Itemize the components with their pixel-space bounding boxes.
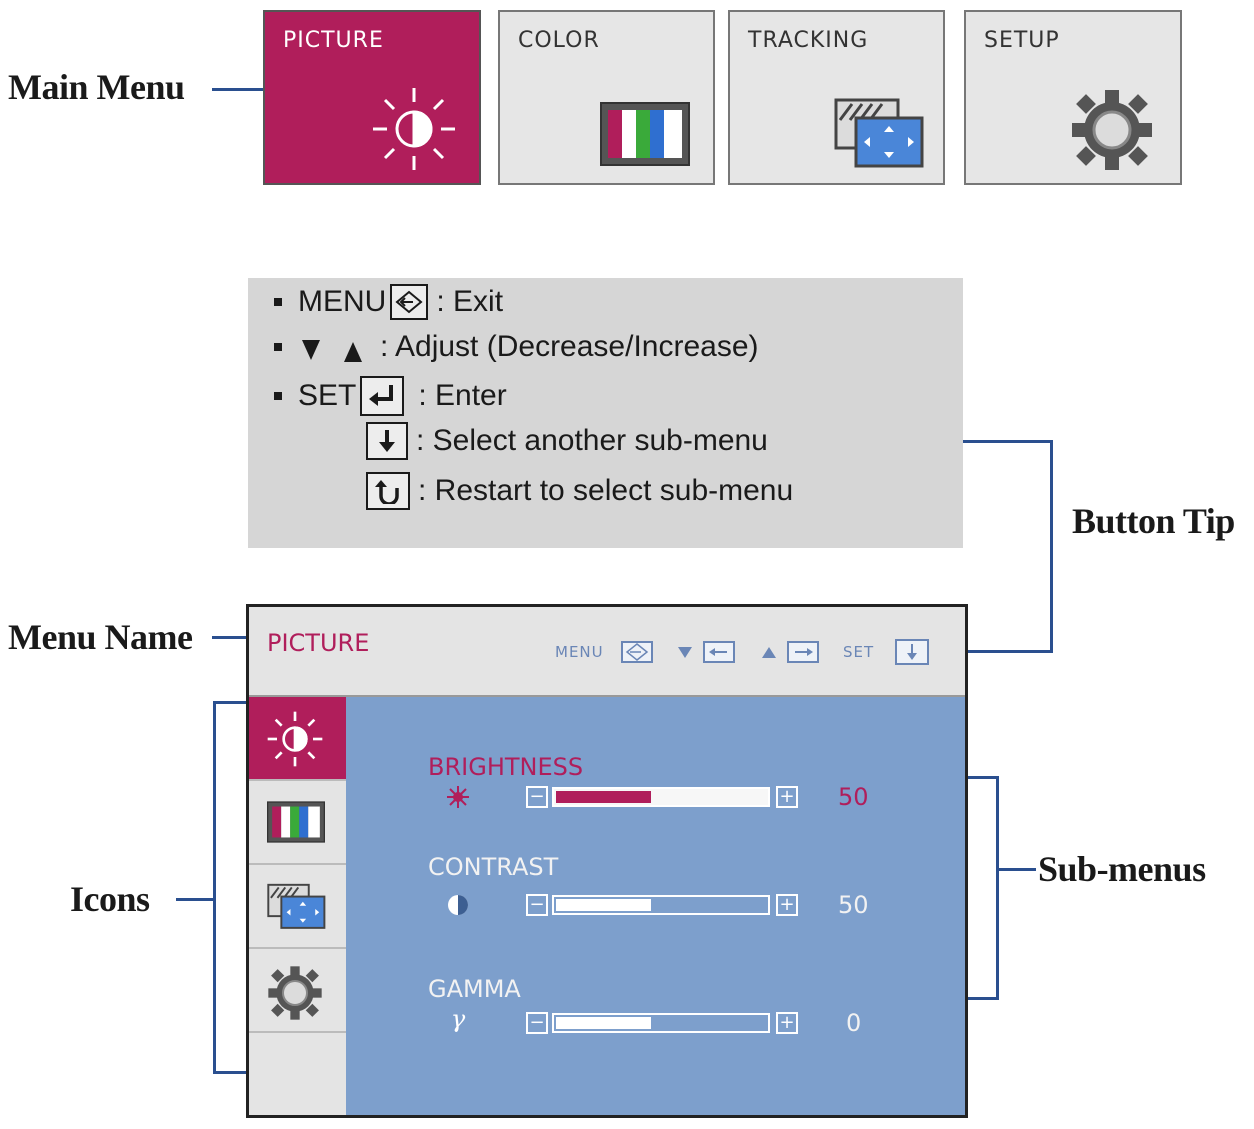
hint-down-arrow-icon — [678, 647, 692, 658]
gear-icon — [268, 966, 322, 1020]
increase-icon[interactable]: + — [776, 1012, 798, 1034]
slider-track — [552, 787, 770, 807]
increase-icon[interactable]: + — [776, 786, 798, 808]
bullet — [274, 343, 282, 351]
connector-button-tip-bottom — [968, 650, 1053, 653]
sidebar-item-picture[interactable] — [249, 697, 346, 781]
tip-key: MENU — [298, 285, 387, 318]
connector-icons-bracket — [213, 701, 216, 1074]
enter-icon — [360, 376, 405, 416]
restart-icon — [366, 472, 410, 510]
submenu-label-contrast: CONTRAST — [428, 853, 559, 881]
tip-text: : Adjust (Decrease/Increase) — [380, 330, 759, 363]
slider-fill — [556, 899, 651, 911]
slider-track — [552, 895, 770, 915]
increase-icon[interactable]: + — [776, 894, 798, 916]
submenu-label-brightness: BRIGHTNESS — [428, 753, 584, 781]
button-tip-box: MENU : Exit : Adjust (Decrease/Increase)… — [248, 278, 963, 548]
hint-up-arrow-icon — [762, 647, 776, 658]
menu-name: PICTURE — [267, 629, 370, 657]
tip-line-set: SET : Enter — [274, 376, 507, 416]
connector-main-menu — [212, 88, 264, 91]
main-menu-tile-color[interactable]: COLOR — [498, 10, 715, 185]
tile-label: TRACKING — [748, 28, 869, 53]
annotation-icons: Icons — [70, 879, 150, 919]
tip-line-menu: MENU : Exit — [274, 284, 503, 320]
decrease-icon[interactable]: − — [526, 786, 548, 808]
tip-line-select: : Select another sub-menu — [362, 422, 768, 460]
connector-button-tip-vertical — [1050, 440, 1053, 653]
color-bars-icon — [267, 801, 325, 843]
connector-button-tip-top — [963, 440, 1053, 443]
hint-menu-label: MENU — [555, 643, 604, 661]
bullet — [274, 298, 282, 306]
slider-track — [552, 1013, 770, 1033]
contrast-slider[interactable]: − + — [526, 893, 800, 917]
brightness-icon — [373, 88, 455, 170]
down-arrow-icon — [366, 422, 408, 460]
contrast-value: 50 — [838, 891, 869, 919]
main-menu-tile-picture[interactable]: PICTURE — [263, 10, 481, 185]
slider-fill — [556, 791, 651, 803]
tip-line-restart: : Restart to select sub-menu — [362, 472, 793, 510]
connector-icons — [176, 898, 216, 901]
connector-icons-bracket-bottom — [213, 1071, 246, 1074]
annotation-sub-menus: Sub-menus — [1038, 849, 1206, 889]
submenu-label-gamma: GAMMA — [428, 975, 521, 1003]
annotation-main-menu: Main Menu — [8, 67, 185, 107]
gear-icon — [1072, 90, 1152, 170]
submenu-pane: BRIGHTNESS − + 50 CONTRAST − + 50 GAMMA … — [346, 697, 965, 1115]
annotation-menu-name: Menu Name — [8, 617, 193, 657]
main-menu-tile-tracking[interactable]: TRACKING — [728, 10, 945, 185]
icon-sidebar — [249, 697, 346, 1115]
tip-key: SET — [298, 379, 357, 412]
sidebar-item-setup[interactable] — [249, 949, 346, 1033]
tile-label: PICTURE — [283, 28, 384, 53]
connector-submenus-bottom — [968, 997, 999, 1000]
decrease-icon[interactable]: − — [526, 894, 548, 916]
slider-fill — [556, 1017, 651, 1029]
decrease-icon[interactable]: − — [526, 1012, 548, 1034]
connector-submenus — [996, 868, 1036, 871]
half-circle-icon — [448, 895, 468, 915]
brightness-slider[interactable]: − + — [526, 785, 800, 809]
tip-text: : Restart to select sub-menu — [418, 474, 794, 507]
gamma-slider[interactable]: − + — [526, 1011, 800, 1035]
sidebar-item-tracking[interactable] — [249, 865, 346, 949]
sun-icon — [447, 786, 469, 808]
tile-label: SETUP — [984, 28, 1060, 53]
tracking-icon — [834, 98, 924, 168]
hint-left-arrow-icon — [703, 641, 735, 663]
tracking-icon — [267, 883, 326, 929]
tip-text: : Select another sub-menu — [416, 424, 768, 457]
annotation-button-tip: Button Tip — [1072, 501, 1235, 541]
hint-right-arrow-icon — [787, 641, 819, 663]
connector-menu-name — [212, 636, 246, 639]
connector-submenus-top — [968, 776, 999, 779]
brightness-value: 50 — [838, 783, 869, 811]
hint-set-label: SET — [843, 643, 875, 661]
down-up-arrows-icon — [302, 340, 362, 362]
osd-header: PICTURE MENU SET — [249, 607, 965, 697]
main-menu-tile-setup[interactable]: SETUP — [964, 10, 1182, 185]
connector-submenus-bracket — [996, 776, 999, 1000]
brightness-icon — [267, 711, 323, 767]
tip-line-adjust: : Adjust (Decrease/Increase) — [274, 330, 759, 364]
menu-exit-icon — [390, 284, 429, 320]
hint-menu-exit-icon — [621, 641, 653, 663]
bullet — [274, 392, 282, 400]
tile-label: COLOR — [518, 28, 600, 53]
connector-icons-bracket-top — [213, 701, 246, 704]
color-bars-icon — [600, 102, 690, 166]
gamma-value: 0 — [846, 1009, 862, 1037]
hint-set-down-icon — [895, 639, 929, 665]
osd-window: PICTURE MENU SET — [246, 604, 968, 1118]
sidebar-item-color[interactable] — [249, 781, 346, 865]
tip-text: : Exit — [436, 285, 504, 318]
tip-text: : Enter — [418, 379, 507, 412]
gamma-icon: γ — [450, 1005, 466, 1033]
